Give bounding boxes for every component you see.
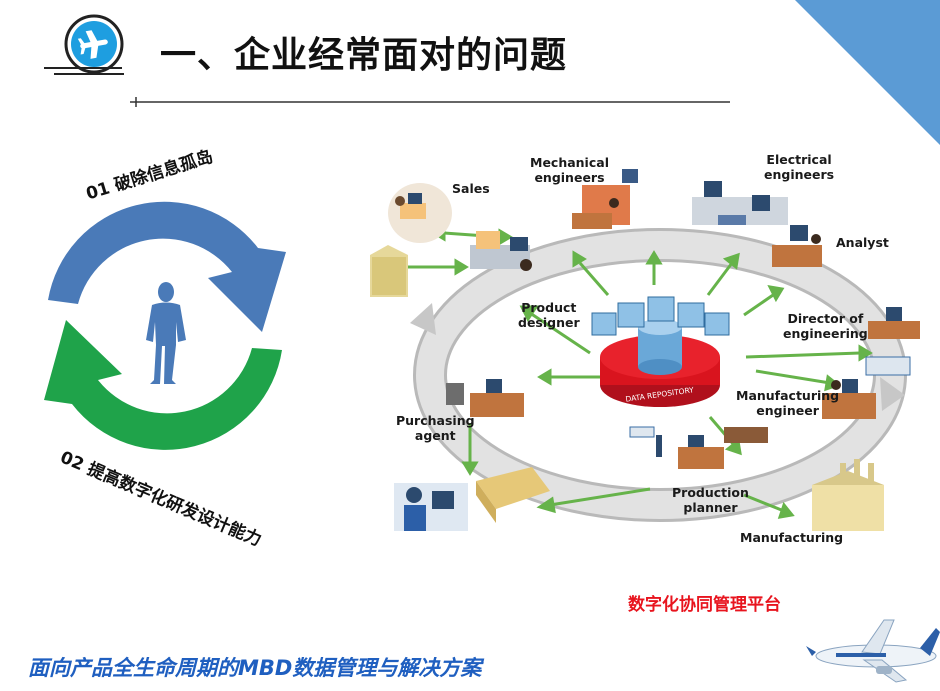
purchasing-office-icon <box>394 467 550 531</box>
electrical-workstation-icon <box>692 181 788 225</box>
node-electrical-engineers: Electrical engineers <box>764 152 835 182</box>
office-building-icon <box>370 245 408 297</box>
corner-decoration <box>795 0 940 145</box>
node-mechanical-engineers: Mechanical engineers <box>530 155 609 185</box>
collaboration-diagram: DATA REPOSITORY <box>370 169 920 531</box>
node-sales: Sales <box>452 181 490 196</box>
node-product-designer: Product designer <box>518 300 580 330</box>
node-director-of-engineering: Director of engineering <box>783 311 868 341</box>
title-divider <box>130 97 730 107</box>
manufacturing-engineer-workstation-icon <box>822 379 876 419</box>
blue-cycle-arrow <box>48 201 286 332</box>
node-purchasing-agent: Purchasing agent <box>396 413 475 443</box>
factory-icon <box>812 459 884 531</box>
workstation-icons <box>370 169 920 531</box>
mechanical-workstation-icon <box>572 169 638 229</box>
node-manufacturing: Manufacturing <box>740 530 844 545</box>
data-repository-hub: DATA REPOSITORY <box>591 296 730 407</box>
director-workstation-icon <box>865 307 920 376</box>
person-silhouette-icon <box>146 282 186 384</box>
node-manufacturing-engineer: Manufacturing engineer <box>736 388 840 418</box>
page-title: 一、企业经常面对的问题 <box>160 35 568 76</box>
node-production-planner: Production planner <box>672 485 749 515</box>
green-cycle-arrow <box>44 320 282 450</box>
airplane-logo-icon <box>44 14 124 75</box>
node-analyst: Analyst <box>836 235 889 250</box>
airplane-icon <box>806 619 940 683</box>
cycle-diagram <box>44 201 286 450</box>
production-planner-workstation-icon <box>629 426 768 469</box>
flow-arrows <box>390 224 873 519</box>
sales-workstation-icon <box>388 183 452 243</box>
product-designer-workstation-icon <box>470 231 532 271</box>
footer-tagline: 面向产品全生命周期的MBD数据管理与解决方案 <box>28 656 482 680</box>
platform-caption: 数字化协同管理平台 <box>628 595 781 615</box>
purchasing-workstation-icon <box>446 379 524 417</box>
analyst-workstation-icon <box>772 225 822 267</box>
